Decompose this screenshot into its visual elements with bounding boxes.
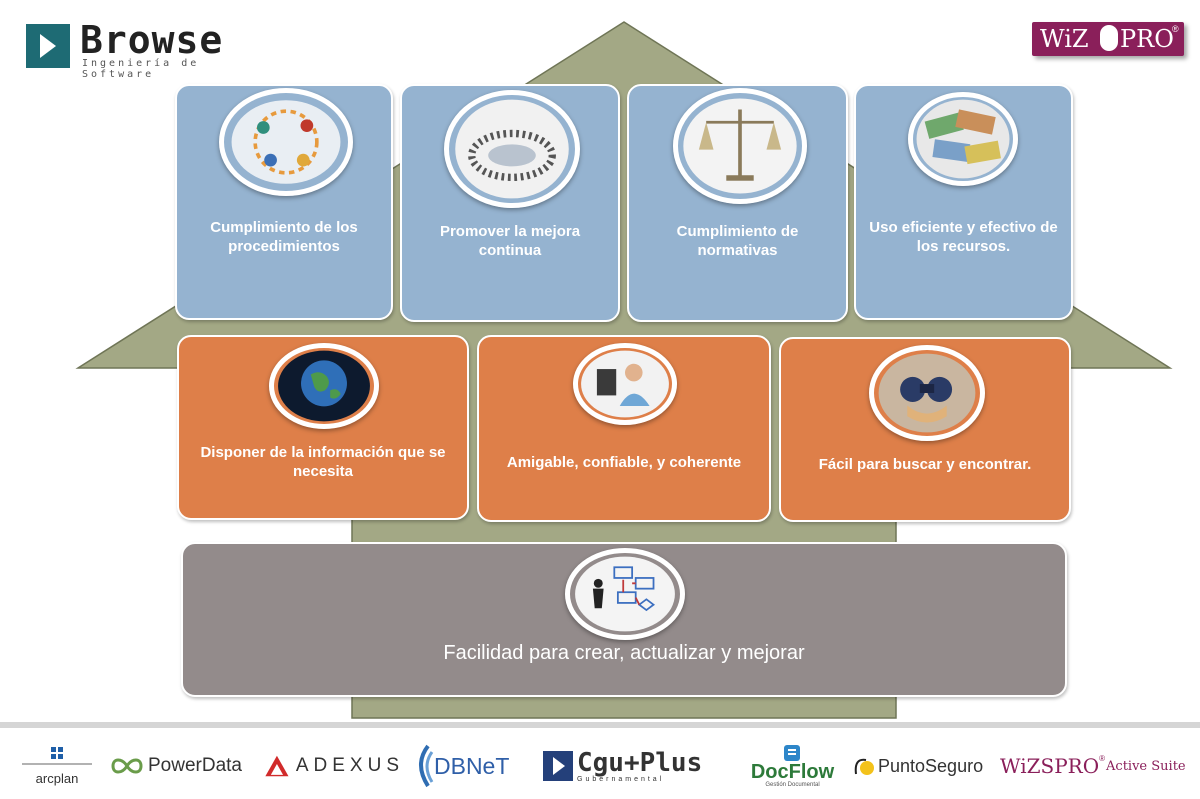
footer-sub-cguplus: Gubernamental (577, 775, 665, 783)
label-amigable: Amigable, confiable, y coherente (506, 454, 742, 471)
card-recursos: Uso eficiente y efectivo de los recursos… (854, 84, 1073, 320)
footer-sub-docflow: Gestión Documental (765, 782, 820, 788)
browse-name: Browse (80, 18, 224, 62)
docflow-icon (783, 745, 800, 761)
footer-logo-powerdata: PowerData (110, 742, 250, 790)
user-computer-icon (573, 343, 677, 425)
footer-divider (0, 722, 1200, 728)
wizpro-reg: ® (1172, 24, 1179, 34)
card-mejora-continua: Promover la mejora continua (400, 84, 620, 322)
footer-logo-adexus: ADEXUS (264, 742, 404, 790)
label-facilidad: Facilidad para crear, actualizar y mejor… (443, 642, 805, 664)
card-facilidad: Facilidad para crear, actualizar y mejor… (181, 542, 1067, 697)
team-circle-icon (444, 90, 580, 208)
footer-suffix-wizspro: Active Suite (1106, 758, 1186, 774)
label-buscar: Fácil para buscar y encontrar. (818, 456, 1032, 473)
footer-logo-dbnet: DBNeT (412, 742, 522, 790)
footer-logo-wizspro: WiZSPRO ® Active Suite (1000, 742, 1192, 790)
browse-tagline: Ingeniería de Software (82, 58, 200, 80)
binoculars-icon (869, 345, 985, 441)
globe-icon (269, 343, 379, 429)
people-circle-icon (219, 88, 353, 196)
arcplan-icon (22, 746, 92, 764)
adexus-icon (265, 755, 289, 777)
label-procedimientos: Cumplimiento de los procedimientos (210, 219, 358, 255)
infinity-icon (111, 758, 143, 774)
browse-arrow-icon (26, 24, 70, 68)
money-icon (908, 92, 1018, 186)
label-normativas: Cumplimiento de normativas (676, 223, 799, 259)
footer-logo-puntoseguro: PuntoSeguro (852, 742, 994, 790)
card-buscar: Fácil para buscar y encontrar. (779, 337, 1071, 522)
wizpro-part1: WiZ (1040, 25, 1089, 53)
footer-logo-cguplus: Cgu+Plus Gubernamental (543, 742, 723, 790)
label-recursos: Uso eficiente y efectivo de los recursos… (869, 219, 1058, 255)
wizpro-logo: WiZ PRO ® (1032, 22, 1184, 56)
wizpro-s-icon (1100, 25, 1118, 51)
footer-reg-wizspro: ® (1099, 754, 1106, 763)
label-informacion: Disponer de la información que se necesi… (200, 444, 446, 480)
puntoseguro-icon (854, 758, 874, 775)
card-procedimientos: Cumplimiento de los procedimientos (175, 84, 393, 320)
footer-name-arcplan: arcplan (35, 770, 79, 786)
label-mejora-continua: Promover la mejora continua (439, 223, 581, 259)
footer-logo-arcplan: arcplan (18, 742, 96, 790)
footer-name-wizspro: WiZSPRO (1000, 754, 1100, 778)
card-informacion: Disponer de la información que se necesi… (177, 335, 469, 520)
card-amigable: Amigable, confiable, y coherente (477, 335, 771, 522)
scales-icon (673, 88, 807, 204)
wizpro-part2: PRO (1120, 25, 1174, 53)
flowchart-icon (565, 548, 685, 640)
footer-name-powerdata: PowerData (148, 755, 242, 776)
footer-name-adexus: ADEXUS (295, 755, 404, 776)
footer-name-docflow: DocFlow (750, 761, 835, 783)
footer-name-dbnet: DBNeT (434, 752, 510, 779)
browse-logo: Browse Ingeniería de Software (26, 18, 266, 80)
cgu-icon (543, 751, 573, 781)
card-normativas: Cumplimiento de normativas (627, 84, 848, 322)
footer-name-puntoseguro: PuntoSeguro (878, 755, 984, 776)
footer-name-cguplus: Cgu+Plus (577, 747, 703, 778)
dbnet-icon (419, 744, 434, 788)
footer-logo-docflow: DocFlow Gestión Documental (745, 744, 840, 792)
